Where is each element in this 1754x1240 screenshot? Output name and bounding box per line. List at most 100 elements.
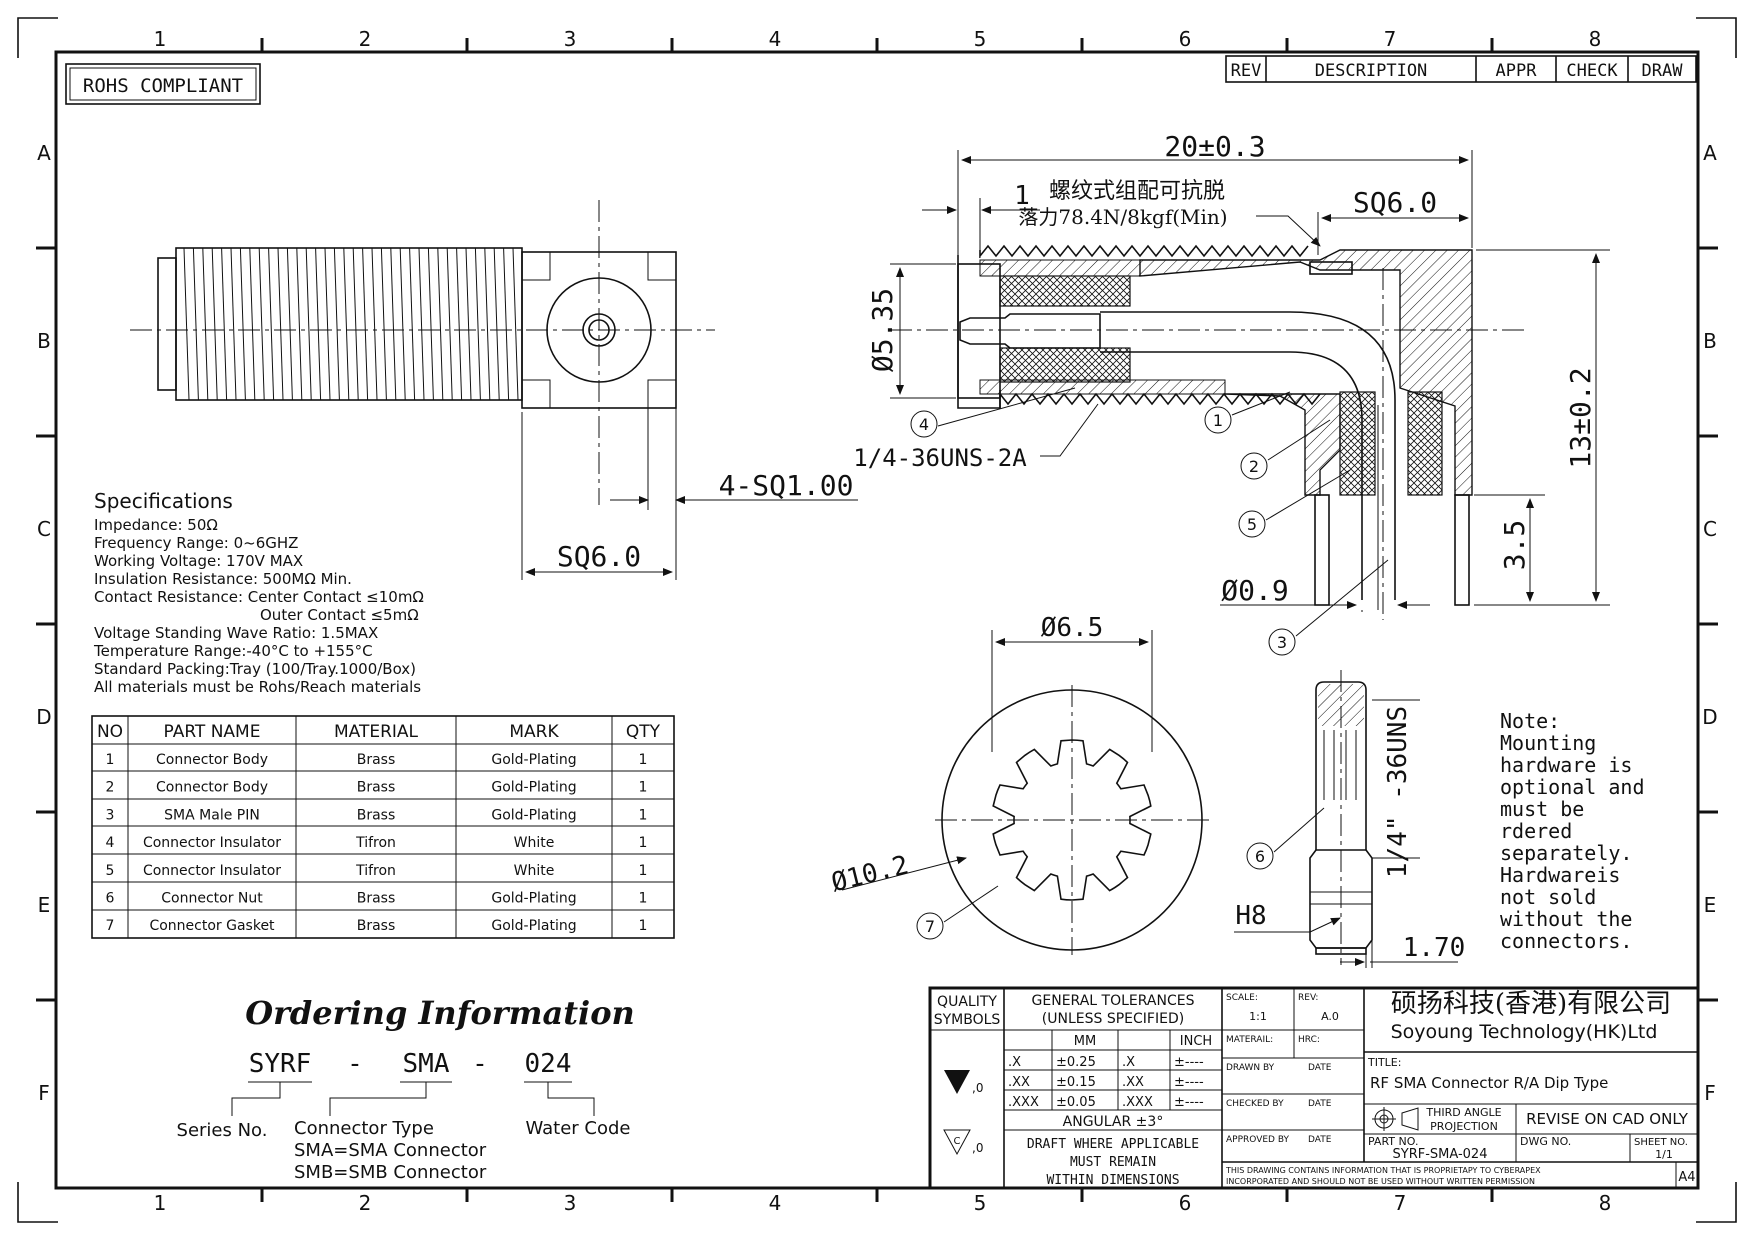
zone-col-5-bottom: 5 [974, 1191, 987, 1215]
balloon-1-label: 1 [1213, 411, 1223, 430]
checked-date-label: DATE [1308, 1099, 1332, 1109]
balloon-7: 7 [916, 885, 999, 940]
row-material: Brass [357, 752, 396, 768]
spec-line-10: All materials must be Rohs/Reach materia… [94, 678, 421, 696]
zone-labels-rows: A B C D E F A B C D E F [36, 141, 1717, 1105]
spec-line-2: Frequency Range: 0~6GHZ [94, 534, 298, 552]
part-no-label: PART NO. [1368, 1135, 1418, 1148]
spec-line-8: Temperature Range:-40°C to +155°C [93, 642, 373, 660]
zone-row-f: F [38, 1081, 50, 1105]
spec-line-5: Contact Resistance: Center Contact ≤10mΩ [94, 588, 424, 606]
approved-date-label: DATE [1308, 1135, 1332, 1145]
zone-row-c-right: C [1703, 517, 1717, 541]
zone-row-b: B [37, 329, 51, 353]
col-material-header: MATERIAL [334, 722, 419, 742]
retention-note-line-2: 落力78.4N/8kgf(Min) [1018, 205, 1227, 229]
order-code-dash-2: - [472, 1049, 488, 1079]
symbol-c: C [954, 1136, 961, 1147]
symbols-label: SYMBOLS [934, 1012, 1001, 1028]
row-no: 4 [106, 835, 115, 851]
dim-outer-diameter: Ø10.2 [828, 850, 911, 898]
zone-row-d: D [36, 705, 51, 729]
rohs-badge: ROHS COMPLIANT [65, 63, 261, 105]
order-code-series: SYRF [249, 1049, 312, 1079]
note-title: Note: [1500, 709, 1560, 733]
row-material: Brass [357, 918, 396, 934]
zone-col-2: 2 [359, 27, 372, 51]
tolerance-cell: .X [1008, 1055, 1021, 1070]
col-part-name-header: PART NAME [164, 722, 261, 742]
spec-line-3: Working Voltage: 170V MAX [94, 552, 303, 570]
zone-col-5: 5 [974, 27, 987, 51]
drawn-date-label: DATE [1308, 1063, 1332, 1073]
rev-header: REV [1231, 61, 1262, 81]
triangle-symbol-filled [944, 1070, 970, 1094]
row-no: 5 [106, 863, 115, 879]
balloon-6: 6 [1246, 807, 1325, 870]
mounting-note: Note: Mounting hardware is optional and … [1500, 709, 1645, 953]
zone-col-3: 3 [564, 27, 577, 51]
row-no: 2 [106, 780, 115, 796]
balloon-4: 4 [910, 387, 1076, 438]
label-water-code: Water Code [525, 1118, 630, 1139]
col-no-header: NO [97, 722, 123, 742]
tolerance-cell: .XXX [1008, 1095, 1039, 1110]
side-section-view: 20±0.3 1 螺纹式组配可抗脱 落力78.4N/8kgf(Min) SQ6.… [853, 130, 1610, 656]
spec-line-9: Standard Packing:Tray (100/Tray.1000/Box… [94, 660, 416, 678]
zone-row-a: A [37, 141, 51, 165]
dim-inner-diameter: Ø6.5 [1041, 613, 1104, 643]
row-part-name: SMA Male PIN [164, 807, 260, 823]
zone-row-f-right: F [1704, 1081, 1716, 1105]
zone-row-e-right: E [1704, 893, 1717, 917]
zone-col-1-bottom: 1 [154, 1191, 167, 1215]
note-line-1: Mounting [1500, 731, 1596, 755]
sheet-no-label: SHEET NO. [1634, 1137, 1688, 1148]
mm-header: MM [1074, 1034, 1096, 1049]
spec-line-4: Insulation Resistance: 500MΩ Min. [94, 570, 352, 588]
spec-line-1: Impedance: 50Ω [94, 516, 218, 534]
row-qty: 1 [639, 807, 648, 823]
rohs-badge-label: ROHS COMPLIANT [83, 75, 243, 97]
thread-spec-label: 1/4-36UNS-2A [853, 444, 1027, 472]
tolerance-cell: .XX [1122, 1075, 1144, 1090]
disclaimer-line-1: THIS DRAWING CONTAINS INFORMATION THAT I… [1225, 1166, 1541, 1175]
row-qty: 1 [639, 891, 648, 907]
zone-labels-bottom: 1 2 3 4 5 6 7 8 [154, 1191, 1612, 1215]
row-no: 7 [106, 918, 115, 934]
zone-row-e: E [38, 893, 51, 917]
zone-col-8: 8 [1589, 27, 1602, 51]
specifications: Specifications Impedance: 50Ω Frequency … [93, 489, 424, 696]
dim-sq6-side: SQ6.0 [1353, 186, 1437, 219]
title-label: TITLE: [1367, 1056, 1401, 1069]
balloon-5: 5 [1238, 469, 1351, 538]
dim-offset: 1 [1014, 181, 1030, 211]
col-mark-header: MARK [509, 722, 559, 742]
balloon-3: 3 [1268, 559, 1389, 656]
label-sma-option: SMA=SMA Connector [294, 1140, 487, 1161]
row-mark: White [514, 835, 555, 851]
zone-col-4-bottom: 4 [769, 1191, 782, 1215]
dim-sq6-front: SQ6.0 [557, 540, 641, 573]
zone-col-4: 4 [769, 27, 782, 51]
spec-line-6: Outer Contact ≤5mΩ [260, 606, 419, 624]
order-code-water: 024 [525, 1049, 572, 1079]
tolerance-cell: ±---- [1174, 1095, 1204, 1110]
tolerance-cell: ±0.05 [1056, 1095, 1096, 1110]
row-part-name: Connector Insulator [143, 835, 281, 851]
dim-diameter-5-35: Ø5.35 [866, 288, 899, 372]
row-no: 1 [106, 752, 115, 768]
zone-col-6: 6 [1179, 27, 1192, 51]
row-material: Brass [357, 807, 396, 823]
zone-row-b-right: B [1703, 329, 1717, 353]
row-material: Brass [357, 891, 396, 907]
nut-side-view: 1/4" -36UNS H8 1.70 6 [1234, 670, 1465, 968]
row-mark: Gold-Plating [491, 891, 576, 907]
row-material: Tifron [355, 863, 396, 879]
check-header: CHECK [1566, 61, 1618, 81]
note-line-10: connectors. [1500, 929, 1632, 953]
balloon-2: 2 [1240, 419, 1331, 480]
